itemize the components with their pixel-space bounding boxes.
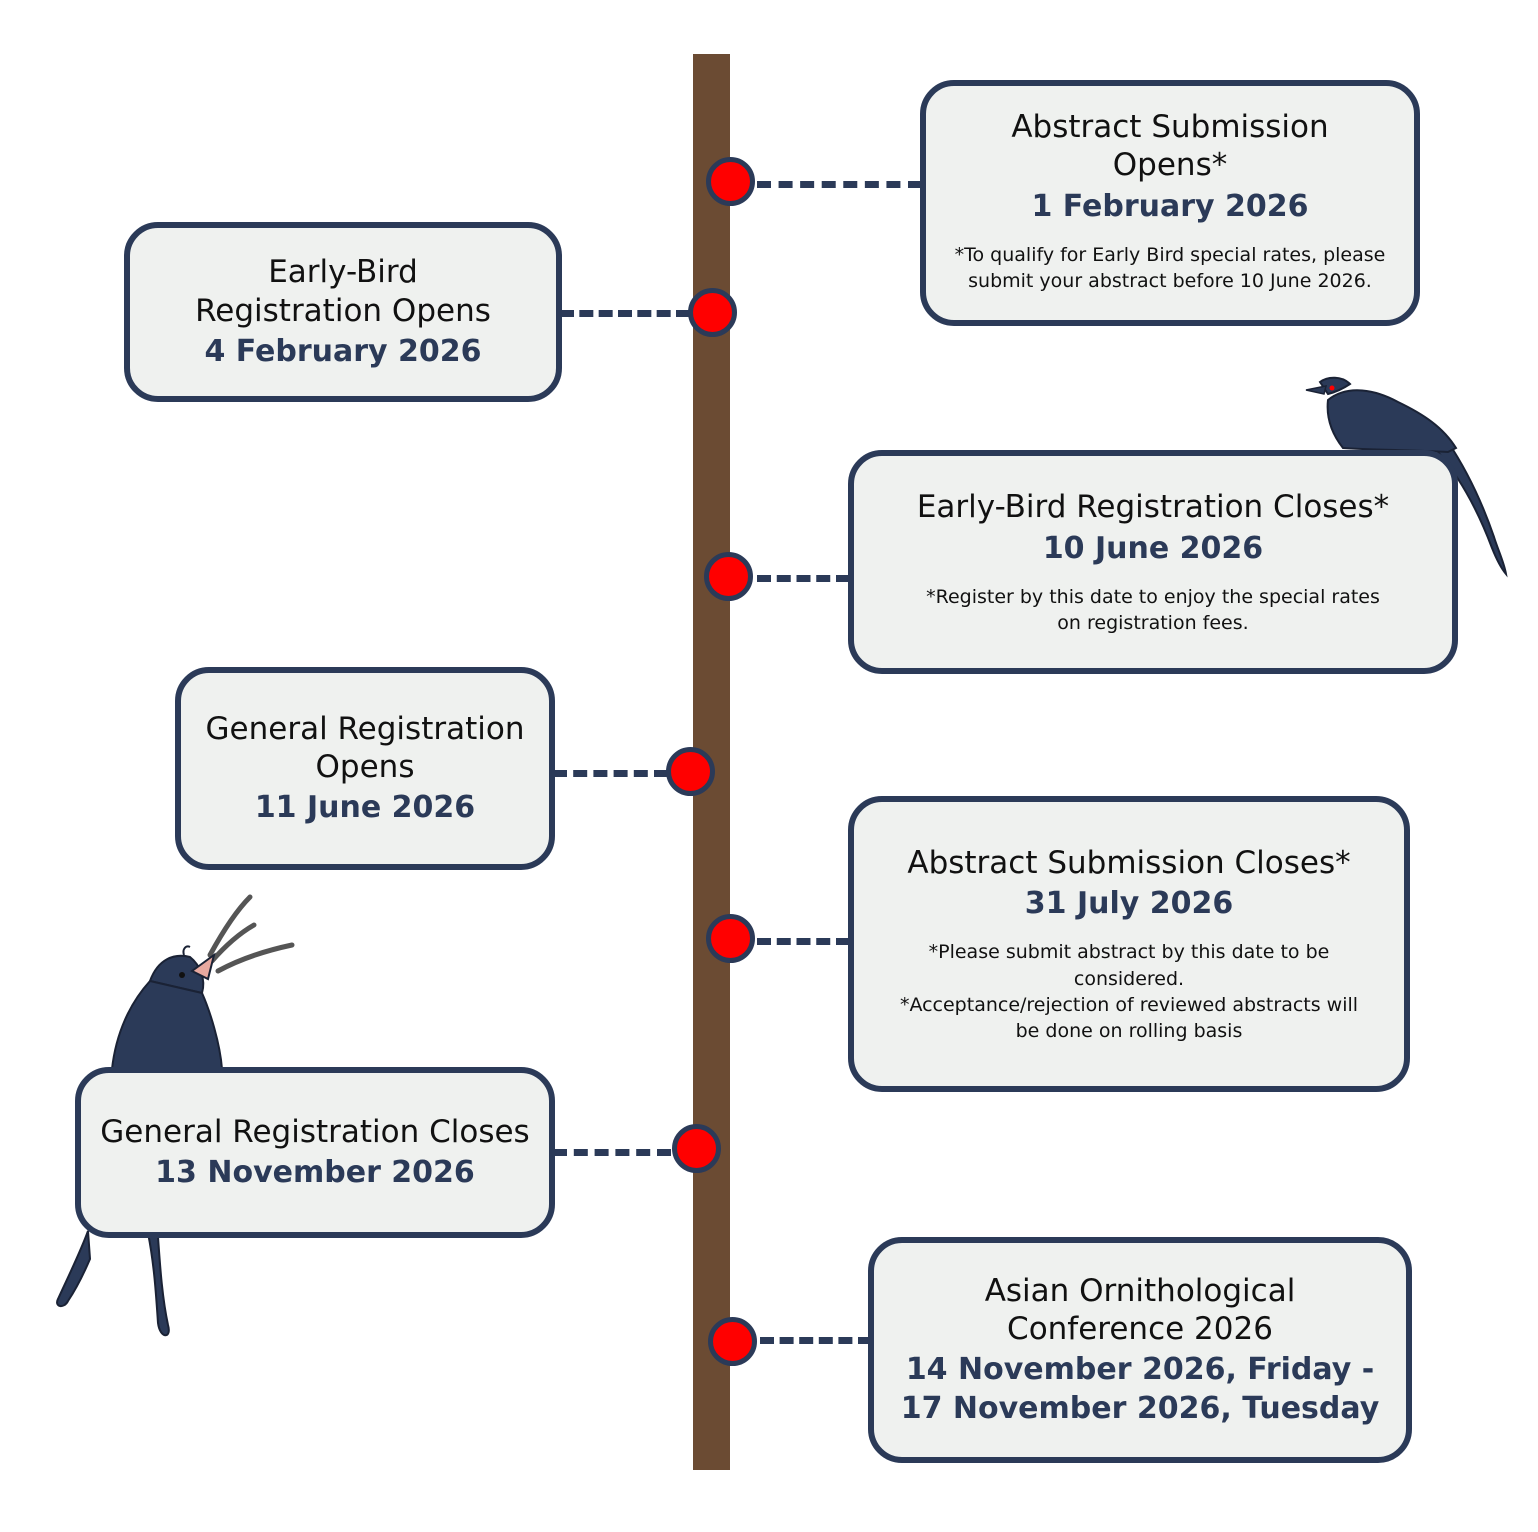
event-title: General Registration Closes (100, 1113, 530, 1150)
event-title: Abstract Submission Opens* (1011, 108, 1329, 184)
timeline-marker-early-bird-closes (704, 552, 753, 601)
event-note: *Please submit abstract by this date to … (899, 941, 1359, 1042)
event-date: 4 February 2026 (204, 333, 482, 369)
timeline-marker-general-closes (672, 1124, 721, 1173)
event-title: Early-Bird Registration Closes* (916, 489, 1390, 526)
connector-early-bird-opens (560, 310, 690, 317)
event-title: Asian Ornithological Conference 2026 (984, 1272, 1296, 1347)
event-general-registration-opens: General Registration Opens 11 June 2026 (175, 667, 555, 870)
event-asian-ornithological-conference: Asian Ornithological Conference 2026 14 … (868, 1237, 1412, 1463)
connector-general-opens (553, 770, 668, 777)
timeline-marker-early-bird-opens (688, 288, 737, 337)
timeline-marker-abstract-opens (706, 157, 755, 206)
drongo-bird-singing-illustration (56, 894, 295, 1337)
event-date: 14 November 2026, Friday - 17 November 2… (900, 1352, 1380, 1427)
event-date: 11 June 2026 (254, 790, 476, 826)
event-general-registration-closes: General Registration Closes 13 November … (75, 1067, 555, 1238)
event-date: 13 November 2026 (155, 1155, 475, 1191)
connector-general-closes (553, 1149, 671, 1156)
event-note: *To qualify for Early Bird special rates… (954, 243, 1386, 292)
event-date: 10 June 2026 (1042, 530, 1264, 566)
event-title: Abstract Submission Closes* (907, 844, 1351, 881)
timeline-marker-abstract-closes (706, 914, 755, 963)
event-note: *Register by this date to enjoy the spec… (926, 585, 1380, 634)
connector-abstract-opens (757, 181, 922, 188)
event-abstract-submission-opens: Abstract Submission Opens* 1 February 20… (920, 80, 1420, 326)
event-title: General Registration Opens (205, 710, 525, 785)
timeline-marker-conference (708, 1317, 757, 1366)
event-date: 1 February 2026 (1031, 188, 1309, 224)
event-early-bird-registration-closes: Early-Bird Registration Closes* 10 June … (848, 450, 1458, 674)
connector-abstract-closes (757, 938, 850, 945)
connector-early-bird-closes (757, 575, 850, 582)
event-title: Early-Bird Registration Opens (195, 254, 491, 329)
event-early-bird-registration-opens: Early-Bird Registration Opens 4 February… (124, 222, 562, 402)
timeline-marker-general-opens (666, 747, 715, 796)
drongo-bird-illustration (1305, 376, 1508, 578)
event-abstract-submission-closes: Abstract Submission Closes* 31 July 2026… (848, 796, 1410, 1092)
event-date: 31 July 2026 (1024, 886, 1234, 922)
connector-conference (760, 1337, 872, 1344)
